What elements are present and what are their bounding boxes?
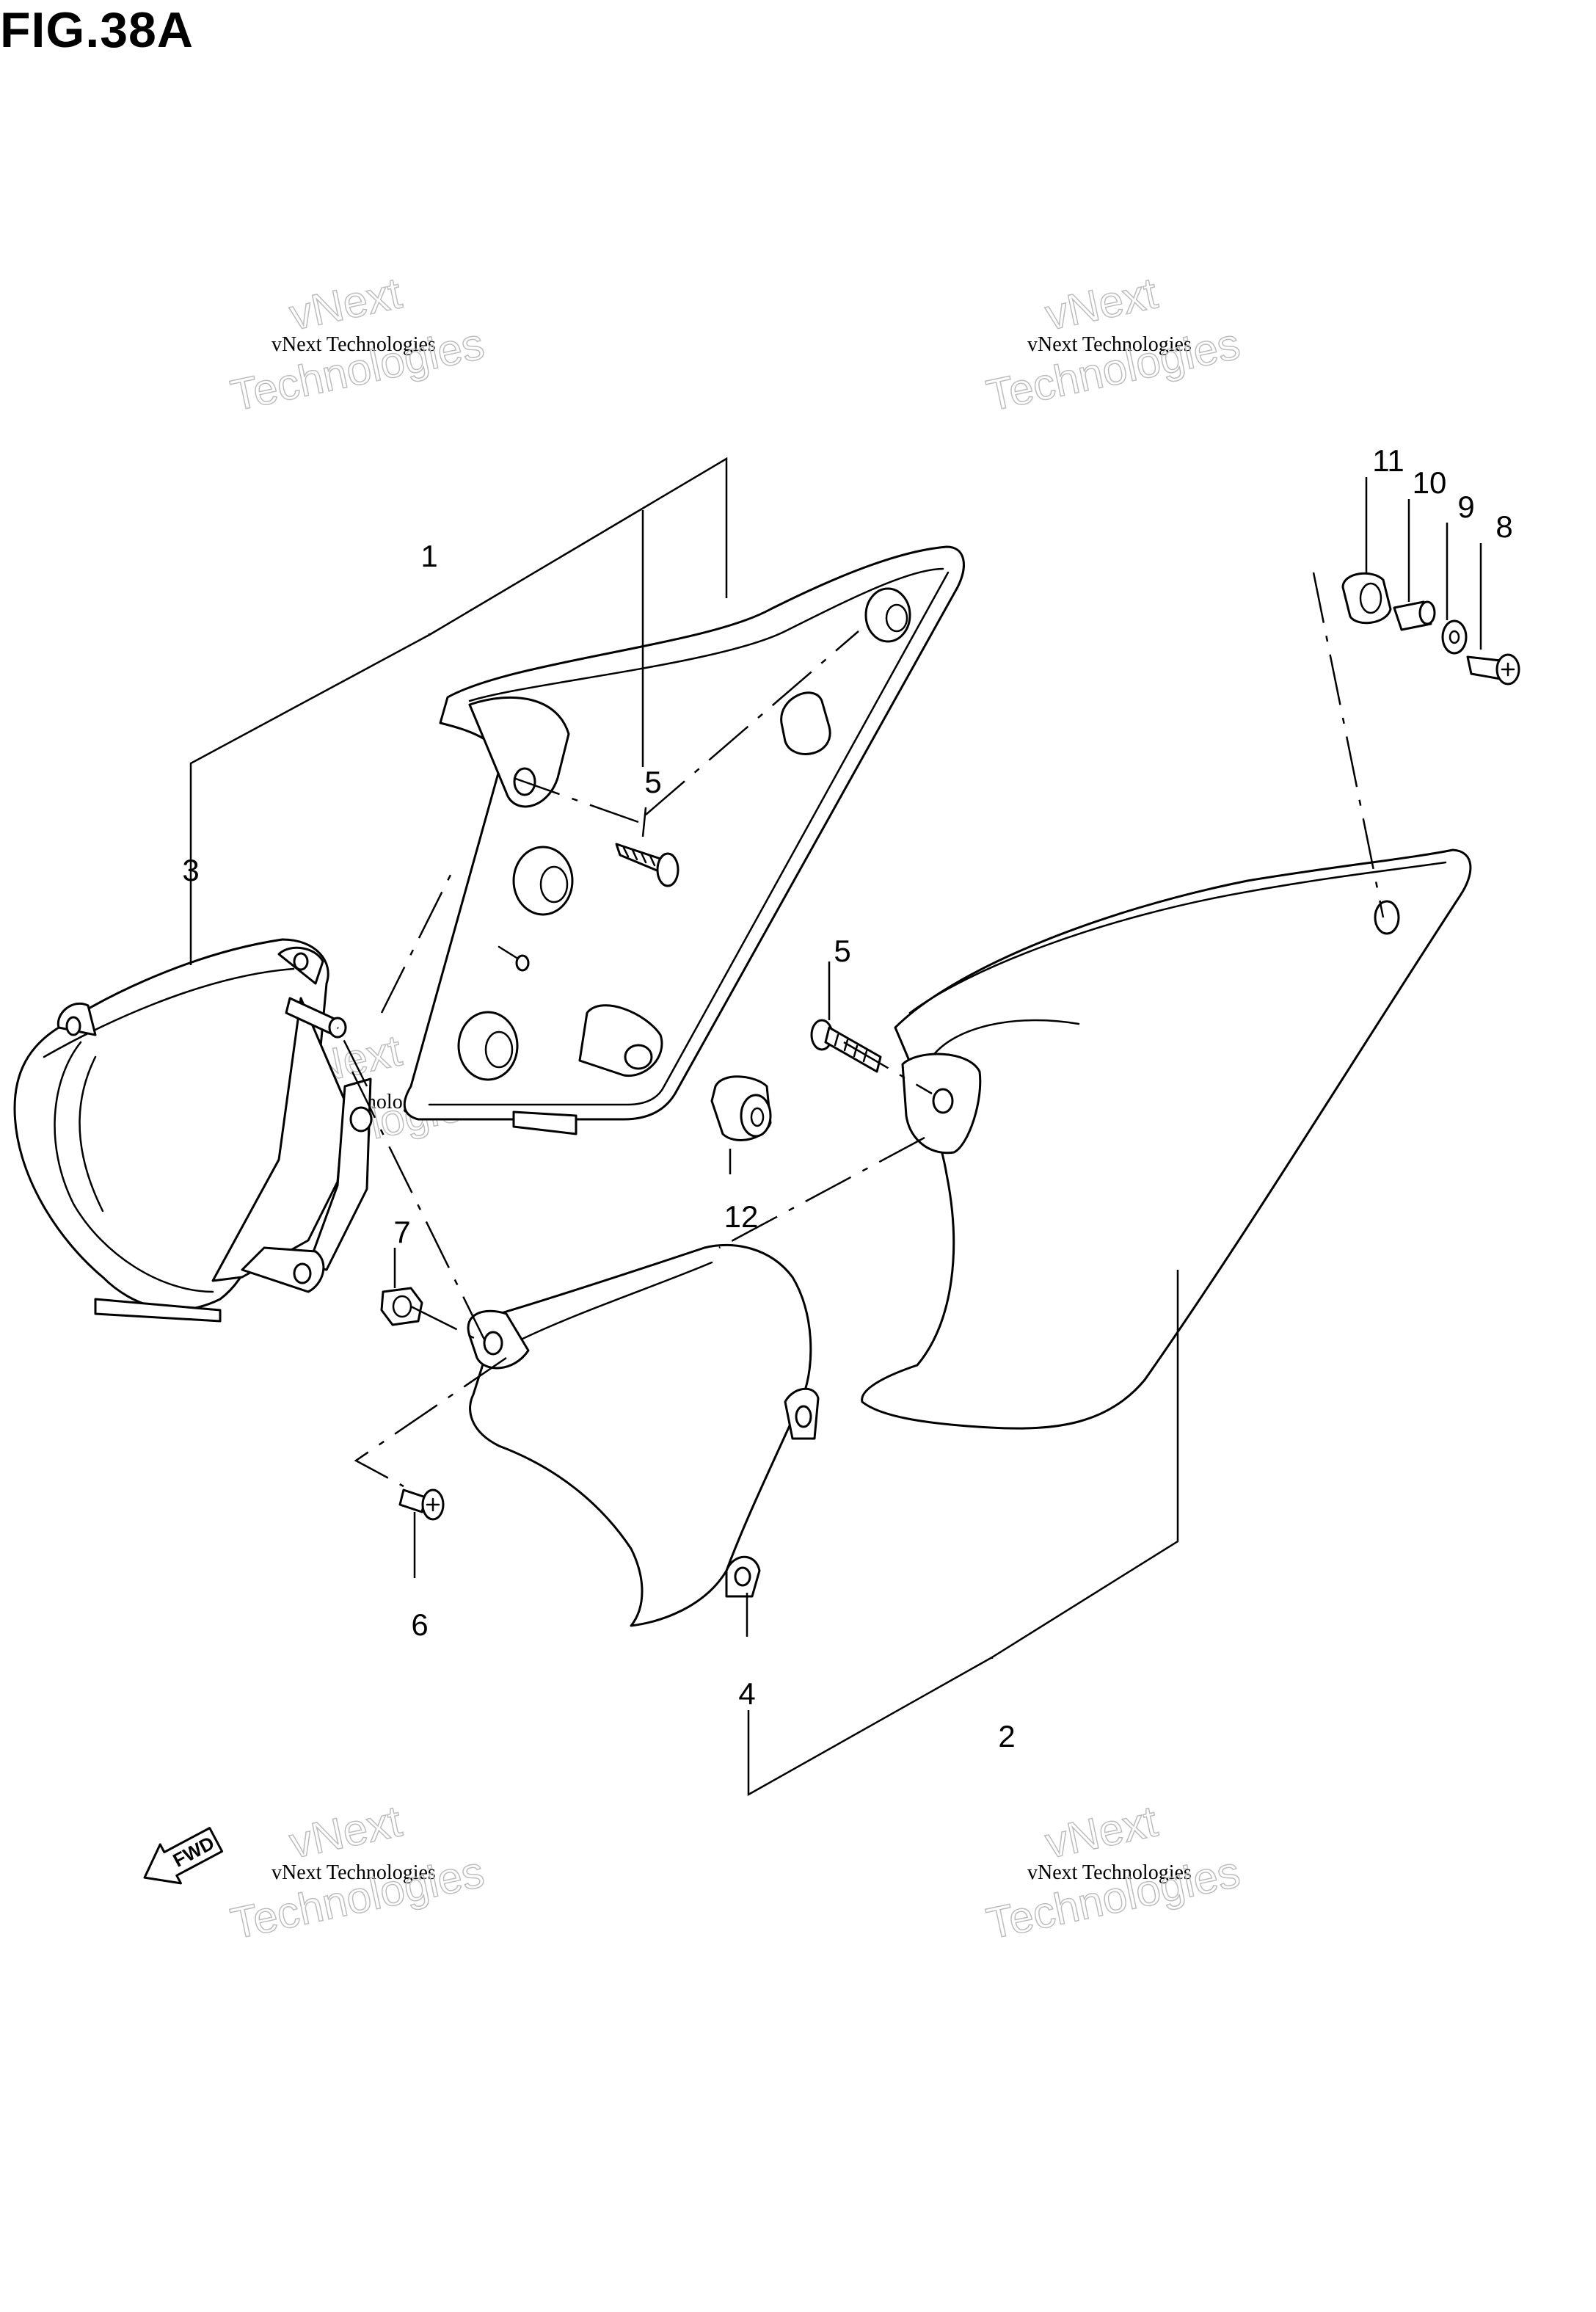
svg-text:vNext Technologies: vNext Technologies [272, 1861, 436, 1884]
svg-text:vNext Technologies: vNext Technologies [272, 333, 436, 356]
watermark-top-right: vNext Technologies vNext Technologies [982, 267, 1245, 421]
part-12-grommet [1341, 572, 1392, 625]
svg-text:vNext: vNext [1041, 1796, 1162, 1867]
callout-1: 1 [420, 539, 437, 573]
part-3-front-cowl-left [13, 938, 373, 1323]
svg-text:vNext: vNext [285, 1796, 406, 1867]
leader-lines [189, 457, 1482, 1797]
callout-6: 6 [411, 1607, 428, 1642]
watermark-bottom-right: vNext Technologies vNext Technologies [982, 1795, 1245, 1949]
part-5-screw-upper [615, 843, 679, 887]
part-6-screw [398, 1488, 445, 1521]
callout-5-upper: 5 [644, 765, 661, 799]
callout-12: 11 [1372, 443, 1404, 478]
watermark-bottom-left: vNext Technologies vNext Technologies [226, 1795, 489, 1949]
callout-8: 12 [724, 1199, 759, 1234]
callout-7: 7 [393, 1215, 410, 1249]
callout-4: 4 [738, 1676, 755, 1711]
callout-11: 10 [1413, 465, 1447, 500]
svg-text:vNext Technologies: vNext Technologies [1027, 333, 1192, 356]
part-7-nut [380, 1287, 423, 1326]
callout-9: 8 [1495, 509, 1512, 544]
part-10-washer [1441, 619, 1468, 655]
svg-text:vNext Technologies: vNext Technologies [1027, 1861, 1192, 1884]
part-5-screw-lower [810, 1019, 882, 1073]
figure-title: FIG.38A [0, 2, 194, 58]
part-8-damper-rubber [710, 1075, 772, 1141]
part-9-bolt [1466, 653, 1520, 686]
fwd-arrow-icon: FWD [143, 1827, 224, 1885]
callout-labels: 1 2 3 4 5 5 6 7 8 9 10 11 12 [182, 443, 1512, 1753]
part-2-frame-cover-right [861, 848, 1472, 1430]
svg-text:vNext: vNext [1041, 268, 1162, 339]
part-4-lower-cowl [467, 1243, 820, 1627]
callout-5-lower: 5 [834, 934, 850, 968]
watermark-top-left: vNext Technologies vNext Technologies [226, 267, 489, 421]
svg-text:vNext: vNext [285, 268, 406, 339]
callout-3: 3 [182, 853, 199, 887]
callout-2: 2 [998, 1719, 1015, 1753]
callout-10: 9 [1457, 490, 1474, 524]
part-1-frame-cover-left [403, 545, 965, 1135]
part-11-collar [1393, 600, 1436, 631]
